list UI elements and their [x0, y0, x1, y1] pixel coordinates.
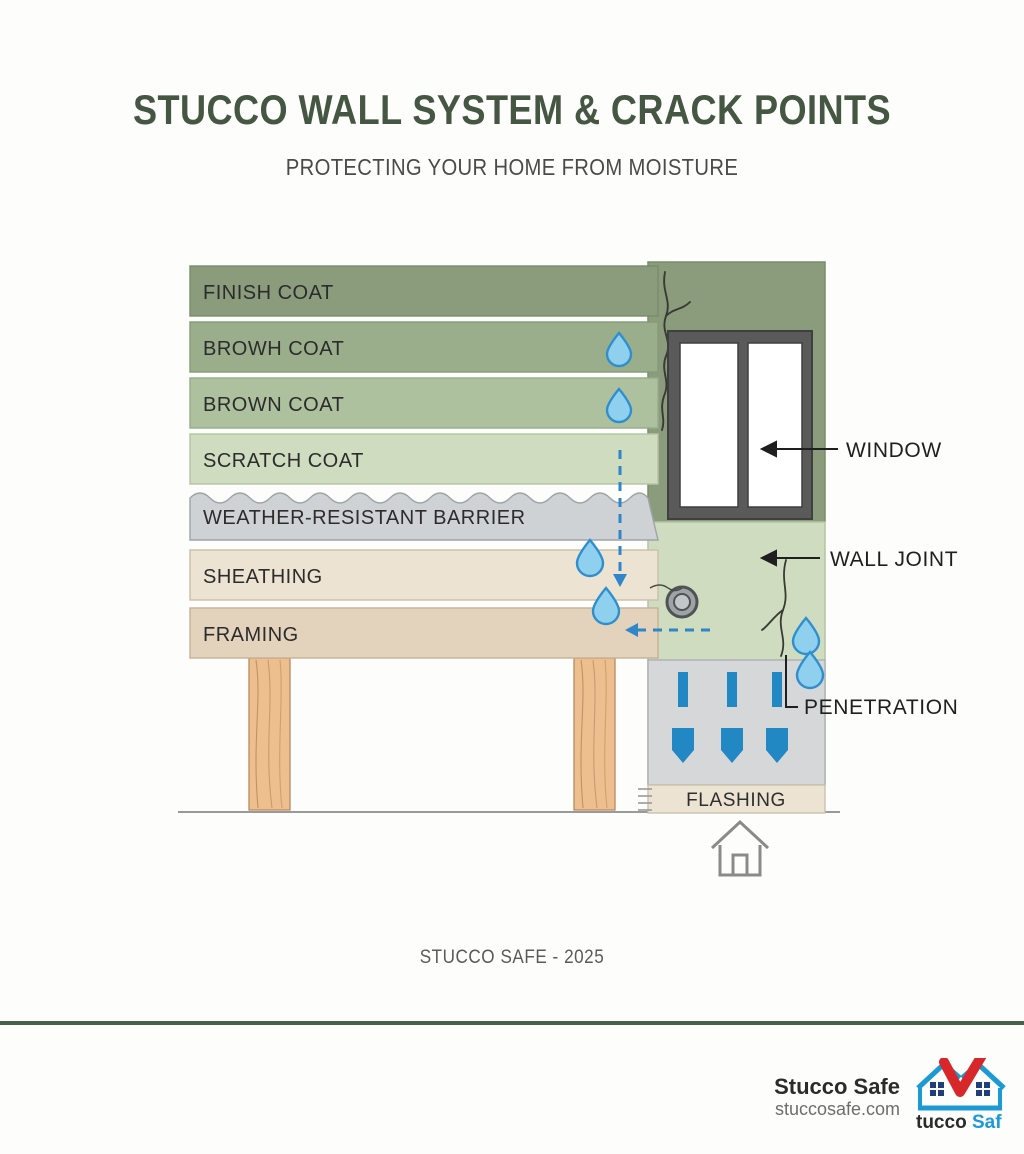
- layer-stack: FINISH COAT BROWH COAT BROWN COAT SCRATC…: [189, 265, 659, 659]
- penetration-pipe: [649, 584, 699, 619]
- callout-label-window: WINDOW: [846, 439, 942, 462]
- droplet: [605, 387, 633, 424]
- window-unit: [667, 330, 813, 520]
- callout-leaders: [759, 440, 838, 708]
- droplet: [575, 538, 605, 578]
- layer-bar-4: [189, 492, 659, 541]
- brand-footer: Stucco Safe stuccosafe.com: [774, 1047, 1006, 1137]
- svg-text:Saf: Saf: [972, 1112, 1002, 1132]
- layer-bar-2: [189, 377, 659, 429]
- layer-label-5: SHEATHING: [203, 566, 323, 588]
- brand-logo: tucco Saf: [914, 1047, 1006, 1137]
- water-droplets: [575, 331, 825, 690]
- drainage-panel: [647, 659, 826, 786]
- flashing-label: FLASHING: [686, 790, 786, 811]
- flashing-band: [638, 784, 826, 814]
- moisture-path-dashed: [618, 450, 710, 632]
- page-subtitle: PROTECTING YOUR HOME FROM MOISTURE: [285, 154, 739, 181]
- layer-label-3: SCRATCH COAT: [203, 450, 364, 472]
- droplet: [791, 616, 821, 656]
- droplet: [591, 586, 621, 626]
- layer-label-0: FINISH COAT: [203, 282, 334, 304]
- layer-bar-3: [189, 433, 659, 485]
- crack-upper: [661, 271, 670, 431]
- page-title: STUCCO WALL SYSTEM & CRACK POINTS: [132, 86, 892, 133]
- header: STUCCO WALL SYSTEM & CRACK POINTS PROTEC…: [0, 86, 1024, 181]
- callout-label-wall-joint: WALL JOINT: [830, 548, 958, 571]
- layer-label-1: BROWH COAT: [203, 338, 344, 360]
- droplet: [605, 331, 633, 368]
- svg-text:tucco: tucco: [916, 1112, 967, 1132]
- callout-label-penetration: PENETRATION: [804, 696, 958, 719]
- crack-lines: [661, 271, 787, 657]
- footer-divider: [0, 1021, 1024, 1025]
- house-icon: [710, 819, 770, 877]
- layer-label-2: BROWN COAT: [203, 394, 344, 416]
- layer-label-4: WEATHER-RESISTANT BARRIER: [203, 507, 526, 529]
- layer-bar-1: [189, 321, 659, 373]
- brand-url[interactable]: stuccosafe.com: [774, 1099, 900, 1120]
- droplet: [795, 650, 825, 690]
- wood-studs: [248, 657, 616, 811]
- brand-name: Stucco Safe: [774, 1074, 900, 1100]
- credit-text: STUCCO SAFE - 2025: [419, 947, 605, 968]
- dash-arrowheads: [613, 574, 638, 637]
- layer-bar-6: [189, 607, 659, 659]
- layer-bar-0: [189, 265, 659, 317]
- layer-label-6: FRAMING: [203, 624, 299, 646]
- drainage-arrows: [672, 672, 788, 763]
